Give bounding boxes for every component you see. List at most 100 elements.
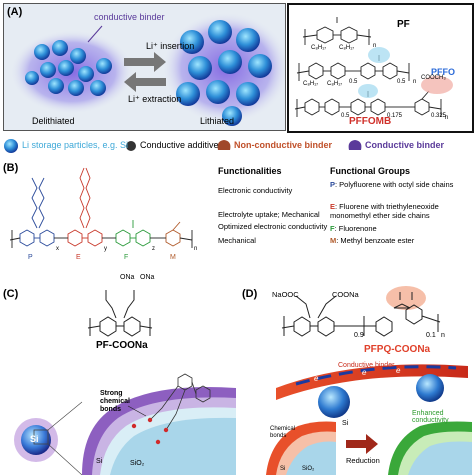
reduction-before — [266, 421, 336, 475]
legend-symbols — [4, 139, 362, 153]
unit-e — [67, 167, 103, 247]
functionality-4: Mechanical — [218, 236, 256, 245]
group-m-key: M — [330, 236, 337, 245]
electron-flow-path — [295, 365, 457, 386]
pf-label: PF — [397, 19, 410, 30]
pf-chain-label-left: C₈H₁₇ — [311, 45, 327, 51]
sio2-interface-label: SiO₂ — [130, 460, 145, 467]
sub-y: y — [104, 246, 107, 252]
conductive-additive-icon — [126, 141, 136, 151]
panel-b: (B) — [0, 160, 474, 270]
pffomb-ester-highlight — [421, 76, 453, 94]
electron-label-3: e — [396, 366, 401, 375]
panel-a-graphic — [10, 12, 290, 126]
coona-label: COONa — [332, 290, 359, 299]
pffomb-label: PFFOMB — [349, 116, 392, 127]
non-conductive-binder-icon — [217, 140, 231, 150]
unit-label-f: F — [124, 254, 129, 261]
pf-structure — [302, 17, 372, 45]
functionality-3: Optimized electronic conductivity — [218, 222, 328, 231]
insertion-label: Li⁺ insertion — [146, 41, 195, 51]
legend-li-particles: Li storage particles, e.g. Si — [22, 140, 129, 150]
si-particle-right — [416, 374, 444, 402]
sub-x: x — [56, 246, 59, 252]
chemical-bonds-label: Chemical bonds — [270, 426, 296, 439]
functionality-2: Electrolyte uptake; Mechanical — [218, 210, 320, 219]
group-e-key: E — [330, 202, 336, 211]
unit-p — [19, 177, 55, 247]
bond-o-3 — [155, 439, 161, 445]
sub-n-d: n — [441, 332, 445, 339]
unit-label-m: M — [170, 254, 176, 261]
reduction-arrow — [346, 434, 378, 454]
panel-d-tag: (D) — [242, 288, 258, 300]
pffo-sub-05-b: 0.5 — [397, 79, 406, 85]
pffo-label: PFFO — [431, 67, 455, 77]
si-particle-left — [318, 386, 350, 418]
group-m-text: : Methyl benzoate ester — [336, 236, 415, 245]
extraction-label: Li⁺ extraction — [128, 94, 182, 104]
panel-b-structure — [10, 167, 193, 248]
panel-a-tag: (A) — [7, 6, 23, 18]
electron-label-2: e — [362, 368, 367, 377]
binder-pointer — [87, 25, 103, 43]
pffomb-sub-05: 0.5 — [341, 113, 350, 119]
conductive-binder-icon — [348, 140, 362, 150]
conductive-binder-band — [276, 364, 468, 400]
electron-label-1: e — [314, 374, 319, 383]
delithiated-label: Delithiated — [32, 116, 75, 126]
insertion-arrow — [124, 52, 166, 72]
legend-conductive-additive: Conductive additive — [140, 140, 219, 150]
sio2-small-label: SiO₂ — [302, 466, 315, 472]
zoom-line-top — [47, 401, 83, 431]
cooch3-label: COOCH₃ — [421, 75, 446, 81]
pffo-chain-label-right: C₈H₁₇ — [327, 81, 343, 87]
reduction-label: Reduction — [346, 456, 380, 465]
pffo-sub-n: n — [413, 79, 417, 85]
functionalities-header: Functionalities — [218, 166, 282, 176]
panel-a-lithiation-diagram: (A) conductive binder Li⁺ insertion Li⁺ … — [3, 3, 290, 131]
panel-b-tag: (B) — [3, 162, 19, 174]
pfpq-quinone-highlight — [386, 286, 426, 310]
backbone-links — [10, 230, 193, 248]
lithiated-label: Lithiated — [200, 116, 235, 126]
pffomb-fluorenone-highlight — [358, 84, 378, 98]
pf-coona-title: PF-COONa — [96, 340, 148, 351]
lithiated-particle-cluster — [162, 12, 290, 126]
ona-left: ONa — [120, 274, 135, 281]
bond-o-1 — [147, 417, 153, 423]
si-particle-label: Si — [30, 434, 39, 444]
unit-f — [115, 220, 151, 247]
pffo-fluorenone-highlight — [368, 47, 390, 63]
extraction-arrow — [124, 72, 166, 92]
group-p: P: Polyfluorene with octyl side chains — [330, 180, 470, 189]
pffo-chain-label-left: C₈H₁₇ — [303, 81, 319, 87]
ona-right: ONa — [140, 274, 155, 281]
unit-label-e: E — [76, 254, 81, 261]
panel-c-tag: (C) — [3, 288, 19, 300]
strong-bonds-label: Strong chemical bonds — [100, 390, 130, 413]
pf-chain-label-right: C₈H₁₇ — [339, 45, 355, 51]
si-interface-label: Si — [96, 458, 103, 465]
group-e: E: Fluorene with triethyleneoxide monome… — [330, 202, 470, 220]
bond-pointer — [127, 405, 147, 417]
unit-label-p: P — [28, 254, 33, 261]
panel-c: (C) — [0, 270, 236, 475]
si-particle — [21, 425, 51, 455]
pffo-structure — [296, 55, 410, 81]
conductive-binder-label: conductive binder — [94, 12, 165, 22]
pffomb-sub-0325: 0.325 — [431, 113, 447, 119]
functionality-1: Electronic conductivity — [218, 186, 293, 195]
group-p-text: : Polyfluorene with octyl side chains — [335, 180, 454, 189]
li-particle-icon — [4, 139, 18, 153]
polymer-structures-graphic — [294, 17, 453, 117]
bond-o-4 — [131, 423, 137, 429]
legend-non-conductive-binder: Non-conductive binder — [234, 140, 333, 150]
group-e-text: : Fluorene with triethyleneoxide monomet… — [330, 202, 439, 220]
group-f: F: Fluorenone — [330, 224, 470, 233]
zoom-box — [33, 429, 49, 445]
group-f-key: F — [330, 224, 335, 233]
delithiated-particle-cluster — [10, 30, 134, 114]
legend-conductive-binder: Conductive binder — [365, 140, 445, 150]
panel-d: (D) — [236, 270, 474, 475]
